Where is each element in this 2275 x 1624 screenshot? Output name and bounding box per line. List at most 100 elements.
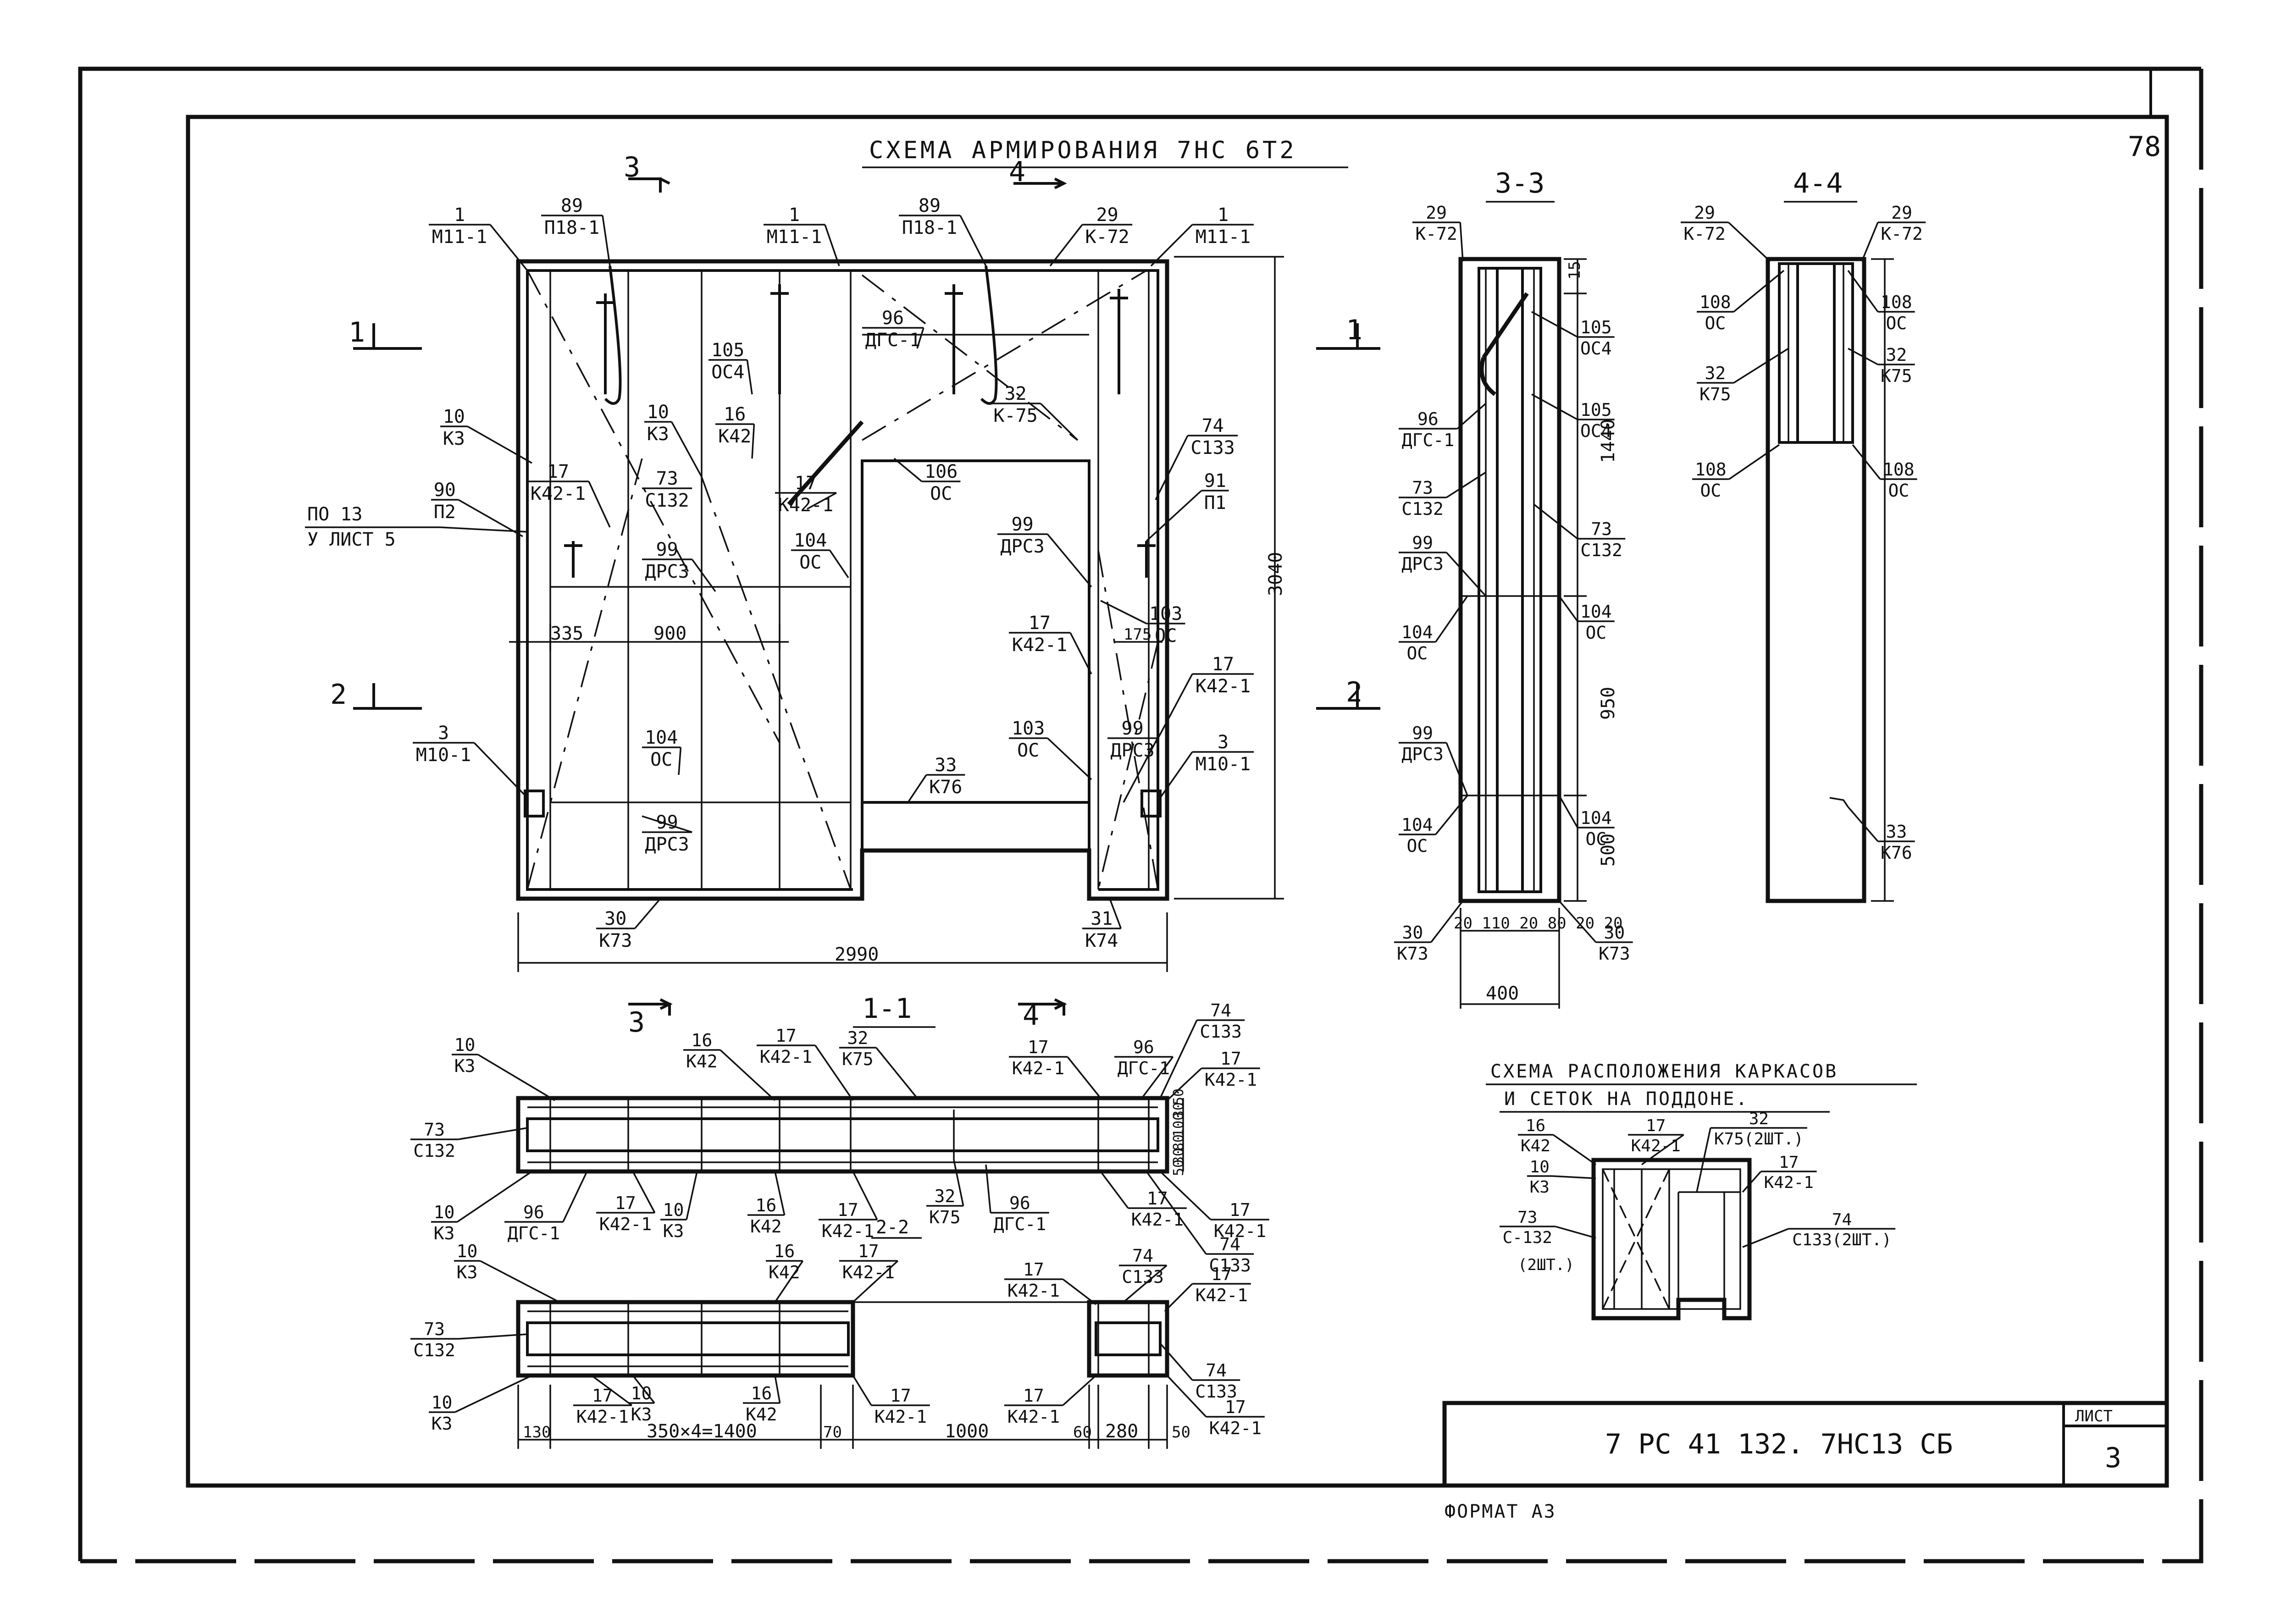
dim-3040: 3040 bbox=[1265, 552, 1286, 596]
callout-leader bbox=[1159, 1020, 1198, 1099]
callout-mark: М10-1 bbox=[416, 745, 471, 766]
callout-number: 17 bbox=[1028, 1037, 1049, 1057]
callout-leader bbox=[774, 1260, 804, 1303]
dim-400: 400 bbox=[1486, 983, 1519, 1004]
ref-note-line1: ПО 13 bbox=[307, 504, 362, 525]
callout-mark: ОС bbox=[1700, 481, 1721, 501]
callout-leader bbox=[1164, 1283, 1193, 1312]
dim-value: 80 bbox=[1171, 1134, 1187, 1151]
callout-leader bbox=[632, 1171, 656, 1213]
callout-number: 99 bbox=[656, 539, 678, 560]
callout-number: 104 bbox=[1401, 622, 1433, 642]
dim-1000: 1000 bbox=[945, 1421, 989, 1442]
callout-leader bbox=[1728, 221, 1771, 262]
callout-mark: К42-1 bbox=[1214, 1221, 1266, 1241]
callout-number: 74 bbox=[1202, 415, 1224, 436]
callout-mark: ДРС3 bbox=[1000, 536, 1044, 557]
callout-number: 73 bbox=[656, 468, 678, 489]
callout-leader bbox=[1533, 503, 1578, 540]
callout-mark: ОС bbox=[799, 552, 821, 573]
callout-number: 10 bbox=[454, 1035, 476, 1055]
callout-leader bbox=[591, 1375, 632, 1406]
callout-leader bbox=[1446, 471, 1486, 498]
callout-number: 16 bbox=[774, 1241, 795, 1261]
section-2-left-mark: 2 bbox=[330, 679, 347, 711]
callout-leader bbox=[1558, 900, 1597, 943]
callout-leader bbox=[1641, 1134, 1684, 1166]
callout-mark: К3 bbox=[647, 424, 669, 445]
callout-number: 10 bbox=[434, 1202, 455, 1222]
callout-mark: К42-1 bbox=[1764, 1173, 1814, 1192]
callout-number: 1 bbox=[789, 204, 800, 226]
callout-mark: ОС bbox=[1886, 313, 1907, 333]
section-4-4-title: 4-4 bbox=[1793, 167, 1843, 199]
callout-mark: К3 bbox=[454, 1056, 476, 1076]
callout-leader bbox=[1046, 533, 1092, 588]
callout-mark: ДРС3 bbox=[1401, 554, 1444, 574]
callout-mark: ОС bbox=[1585, 829, 1606, 849]
callout-number: 17 bbox=[1023, 1386, 1044, 1406]
callout-leader bbox=[686, 1171, 698, 1220]
callout-mark: С-132 bbox=[1503, 1228, 1552, 1247]
callout-mark: К76 bbox=[929, 777, 962, 798]
callout-number: 10 bbox=[443, 406, 465, 427]
callout-mark: ОС bbox=[650, 749, 672, 770]
callout-mark: К42-1 bbox=[778, 495, 833, 516]
callout-mark: ОС bbox=[930, 483, 952, 504]
dim-value: 30 bbox=[1171, 1148, 1187, 1165]
callout-number: 29 bbox=[1426, 203, 1447, 223]
callout-leader bbox=[1861, 222, 1879, 262]
callout: 29К-72 bbox=[1681, 203, 1771, 262]
pallet-qty-note: (2ШТ.) bbox=[1518, 1256, 1574, 1274]
callout-number: 103 bbox=[1149, 603, 1182, 624]
callout-mark: К42-1 bbox=[1196, 676, 1251, 697]
callout-leader bbox=[916, 327, 924, 349]
callout-leader bbox=[1040, 403, 1079, 441]
callout-leader bbox=[678, 747, 682, 775]
dim-1440: 1440 bbox=[1598, 419, 1619, 463]
callout-leader bbox=[1445, 742, 1468, 796]
callout-number: 29 bbox=[1891, 203, 1912, 223]
sheet-label: ЛИСТ bbox=[2075, 1407, 2113, 1425]
callout-number: 31 bbox=[1090, 908, 1113, 929]
callout-mark: К42 bbox=[686, 1051, 718, 1072]
callout-mark: К42-1 bbox=[842, 1262, 895, 1282]
callout-number: 73 bbox=[1412, 478, 1433, 498]
dim-350x4: 350×4=1400 bbox=[647, 1421, 757, 1442]
callout-leader bbox=[1141, 1056, 1174, 1099]
dim-value: 50 bbox=[1171, 1088, 1187, 1105]
callout-mark: К42-1 bbox=[1012, 1058, 1064, 1078]
dim-175: 175 bbox=[1124, 625, 1151, 644]
callout-leader bbox=[1852, 444, 1881, 480]
callout-mark: К-72 bbox=[1881, 224, 1923, 244]
section-3-3-callouts: 29К-72105ОС4105ОС496ДГС-173С13273С13299Д… bbox=[1394, 203, 1633, 964]
callout-leader bbox=[852, 1260, 898, 1303]
callout-leader bbox=[1067, 1056, 1102, 1099]
callout-mark: К73 bbox=[1397, 944, 1428, 964]
dim-50: 50 bbox=[1172, 1423, 1190, 1442]
callout-leader bbox=[458, 1333, 528, 1340]
callout-leader bbox=[1733, 270, 1785, 313]
callout-number: 96 bbox=[882, 308, 904, 329]
callout-mark: К3 bbox=[432, 1414, 453, 1434]
dim-15: 15 bbox=[1566, 261, 1584, 280]
callout-leader bbox=[632, 1375, 655, 1404]
callout-mark: ДРС3 bbox=[645, 834, 689, 855]
